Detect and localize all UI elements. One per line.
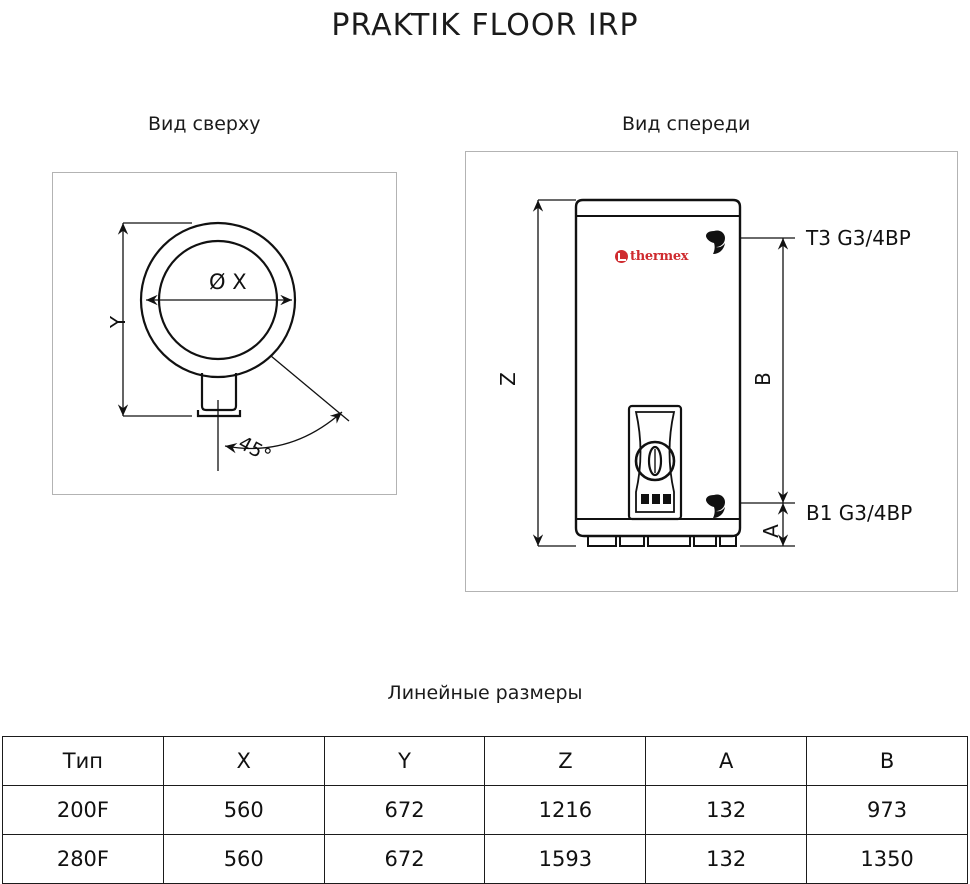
table-cell: 1216 <box>484 785 647 835</box>
table-cell: 672 <box>323 834 486 884</box>
page-title: PRAKTIK FLOOR IRP <box>331 8 639 43</box>
front-view-panel <box>465 151 958 592</box>
table-cell: 1350 <box>806 834 968 884</box>
thermex-logo-mark <box>615 250 628 263</box>
table-row: 200F 560 672 1216 132 973 <box>2 785 968 835</box>
table-row: 280F 560 672 1593 132 1350 <box>2 834 968 884</box>
table-cell: 132 <box>645 785 808 835</box>
thermex-logo: thermex <box>615 249 689 264</box>
table-header-cell: X <box>162 736 325 786</box>
top-view-panel <box>52 172 397 495</box>
table-cell: 560 <box>162 785 325 835</box>
diameter-label: Ø X <box>209 270 247 294</box>
table-cell: 973 <box>806 785 968 835</box>
depth-label: Y <box>106 315 130 329</box>
top-view-caption: Вид сверху <box>148 113 261 135</box>
base-height-label: A <box>759 524 783 538</box>
table-cell: 560 <box>162 834 325 884</box>
table-cell: 132 <box>645 834 808 884</box>
port-bottom-label: B1 G3/4BP <box>806 501 913 525</box>
table-header-cell: Тип <box>2 736 164 786</box>
port-top-label: T3 G3/4BP <box>806 226 911 250</box>
port-span-label: B <box>751 372 775 386</box>
table-header-cell: Z <box>484 736 647 786</box>
thermex-logo-text: thermex <box>630 249 689 264</box>
total-height-label: Z <box>496 372 520 386</box>
table-cell: 1593 <box>484 834 647 884</box>
table-header-cell: Y <box>323 736 486 786</box>
diameter-symbol: Ø <box>209 270 226 294</box>
dimensions-table: Тип X Y Z A B 200F 560 672 1216 132 973 … <box>2 736 968 884</box>
table-header-cell: B <box>806 736 968 786</box>
table-cell: 200F <box>2 785 164 835</box>
table-header-row: Тип X Y Z A B <box>2 736 968 786</box>
table-caption: Линейные размеры <box>387 682 583 704</box>
table-header-cell: A <box>645 736 808 786</box>
table-cell: 280F <box>2 834 164 884</box>
diameter-value-label: X <box>232 270 247 294</box>
front-view-caption: Вид спереди <box>622 113 751 135</box>
table-cell: 672 <box>323 785 486 835</box>
